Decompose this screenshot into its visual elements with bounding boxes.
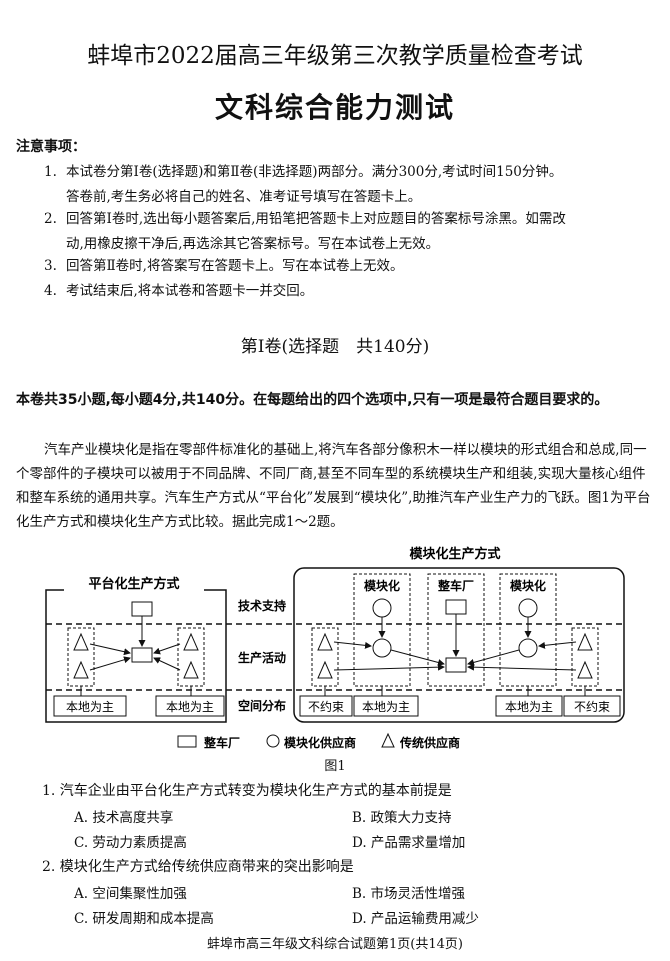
plant-icon [131,601,153,617]
question-stem: 1. 汽车企业由平台化生产方式转变为模块化生产方式的基本前提是 [42,783,452,799]
modular-supplier-icon [372,598,392,618]
traditional-supplier-icon [577,660,593,679]
traditional-supplier-icon [73,632,89,651]
row-label-tech: 技术支持 [238,598,286,613]
exam-title: 蚌埠市2022届高三年级第三次教学质量检查考试 [87,43,583,69]
traditional-supplier-icon [183,632,199,651]
figure-diagram: 平台化生产方式 模块化生产方式 技术支持 生产活动 空间分布 本地为主 本地为主… [45,546,625,750]
traditional-supplier-icon [317,660,333,679]
note-number: 1. [44,164,57,180]
space-label: 本地为主 [505,700,553,714]
option-a: A. 技术高度共享 [74,810,174,826]
legend-traditional-icon [381,732,395,748]
notes-heading: 注意事项： [16,139,86,155]
note-text: 本试卷分第Ⅰ卷(选择题)和第Ⅱ卷(非选择题)两部分。满分300分,考试时间150… [66,164,563,180]
column-label-plant: 整车厂 [437,578,474,593]
note-item: 1. 本试卷分第Ⅰ卷(选择题)和第Ⅱ卷(非选择题)两部分。满分300分,考试时间1… [44,160,656,210]
legend-plant-icon [177,735,197,748]
note-text: 回答第Ⅱ卷时,将答案写在答题卡上。写在本试卷上无效。 [66,258,404,274]
question-stem: 2. 模块化生产方式给传统供应商带来的突出影响是 [42,859,354,875]
platform-title: 平台化生产方式 [88,576,179,592]
note-text: 考试结束后,将本试卷和答题卡一并交回。 [66,283,314,299]
traditional-supplier-icon [577,632,593,651]
passage: 汽车产业模块化是指在零部件标准化的基础上,将汽车各部分像积木一样以模块的形式组合… [16,442,651,530]
legend-plant-label: 整车厂 [203,735,240,750]
legend-traditional-label: 传统供应商 [399,735,460,750]
traditional-supplier-icon [183,660,199,679]
note-item: 4. 考试结束后,将本试卷和答题卡一并交回。 [44,279,656,304]
row-label-production: 生产活动 [238,650,286,665]
row-label-space: 空间分布 [238,698,286,713]
space-box [353,695,419,717]
option-c: C. 劳动力素质提高 [74,835,187,851]
figure-caption: 图1 [324,759,346,774]
note-text-cont: 动,用橡皮擦干净后,再选涂其它答案标号。写在本试卷上无效。 [66,236,440,252]
column-label-modular: 模块化 [364,578,400,593]
note-number: 2. [44,211,57,227]
modular-supplier-icon [372,638,392,658]
modular-supplier-icon [518,638,538,658]
space-box [299,695,353,717]
option-b: B. 政策大力支持 [352,810,452,826]
section-title: 第Ⅰ卷(选择题 共140分) [240,337,430,357]
space-label: 不约束 [308,699,344,714]
plant-icon [445,599,467,615]
page-footer: 蚌埠市高三年级文科综合试题第1页(共14页) [207,937,463,952]
column-label-modular: 模块化 [510,578,546,593]
space-box [495,695,563,717]
space-box [155,695,225,717]
modular-supplier-icon [518,598,538,618]
plant-icon [445,657,467,673]
modular-title: 模块化生产方式 [409,546,500,562]
section-intro: 本卷共35小题,每小题4分,共140分。在每题给出的四个选项中,只有一项是最符合… [16,392,609,408]
note-number: 4. [44,283,57,299]
space-label: 本地为主 [166,700,214,714]
note-text-cont: 答卷前,考生务必将自己的姓名、准考证号填写在答题卡上。 [66,189,422,205]
space-label: 本地为主 [66,700,114,714]
traditional-supplier-icon [317,632,333,651]
option-c: C. 研发周期和成本提高 [74,911,214,927]
legend-modular-icon [266,734,280,748]
note-item: 2. 回答第Ⅰ卷时,选出每小题答案后,用铅笔把答题卡上对应题目的答案标号涂黑。如需… [44,207,656,257]
legend-modular-label: 模块化供应商 [284,735,356,750]
traditional-supplier-icon [73,660,89,679]
space-label: 不约束 [574,699,610,714]
space-box [53,695,127,717]
note-text: 回答第Ⅰ卷时,选出每小题答案后,用铅笔把答题卡上对应题目的答案标号涂黑。如需改 [66,211,566,227]
note-item: 3. 回答第Ⅱ卷时,将答案写在答题卡上。写在本试卷上无效。 [44,254,656,279]
modular-panel [293,567,625,723]
note-number: 3. [44,258,57,274]
space-box [563,695,621,717]
option-a: A. 空间集聚性加强 [74,886,187,902]
option-b: B. 市场灵活性增强 [352,886,466,902]
option-d: D. 产品运输费用减少 [352,911,479,927]
plant-icon [131,647,153,663]
subject-title: 文科综合能力测试 [214,91,455,124]
space-label: 本地为主 [362,700,410,714]
option-d: D. 产品需求量增加 [352,835,466,851]
